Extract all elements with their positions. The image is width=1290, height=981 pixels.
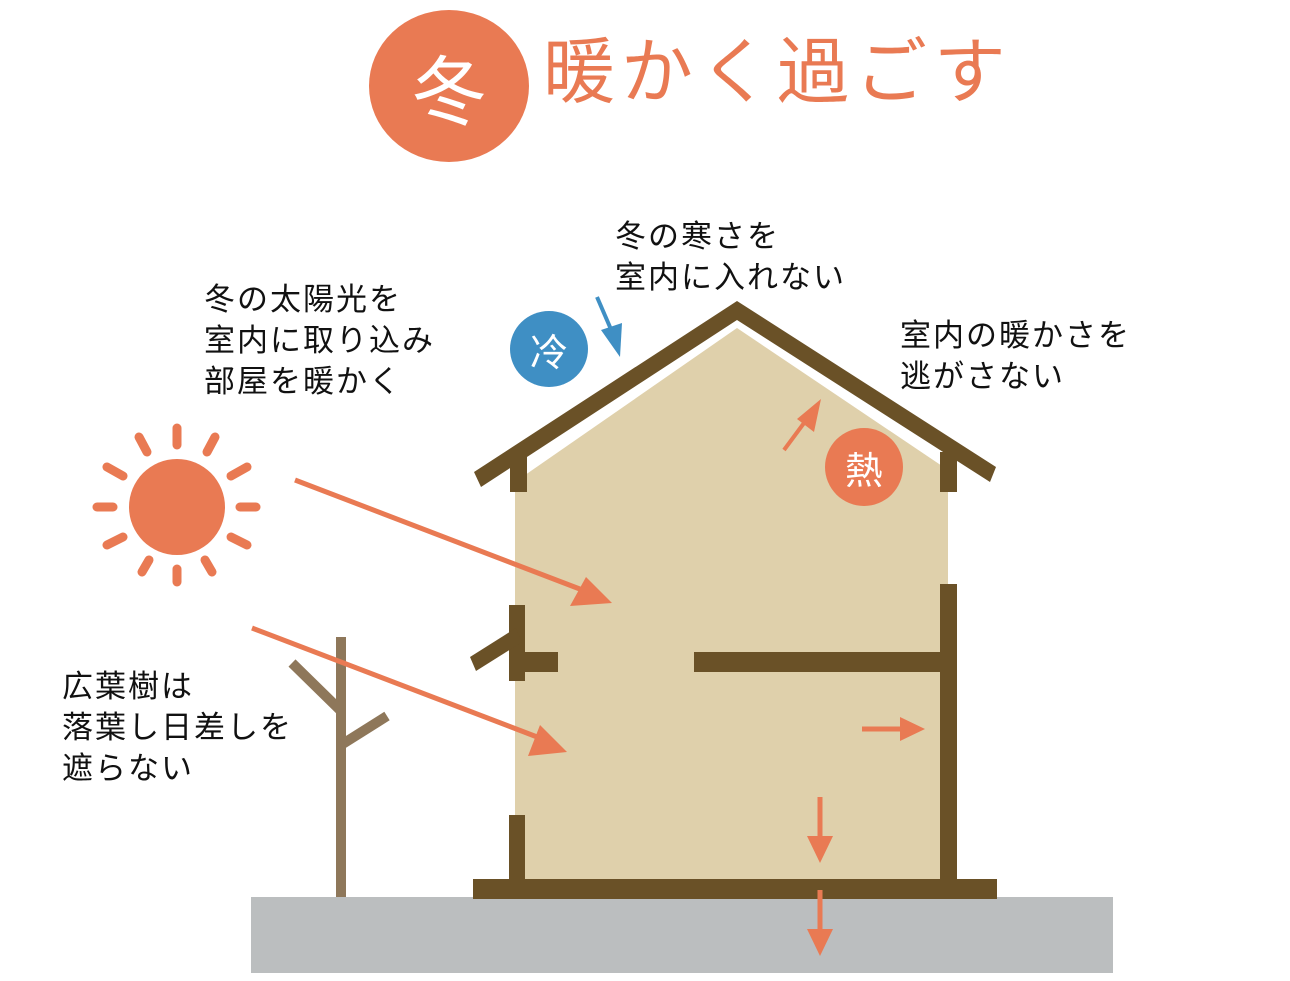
caption-line: 逃がさない [900, 359, 1065, 395]
heat-badge-label: 熱 [844, 448, 883, 493]
window-sill [509, 652, 558, 672]
sunlight-arrow-lower [251, 625, 567, 756]
keep-warm-caption: 室内の暖かさを 逃がさない [900, 316, 1131, 398]
deciduous-tree-icon [288, 637, 390, 897]
cold-block-caption: 冬の寒さを 室内に入れない [615, 217, 846, 299]
caption-line: 部屋を暖かく [204, 364, 402, 400]
caption-line: 室内に取り込み [204, 323, 435, 359]
tree-caption: 広葉樹は 落葉し日差しを 遮らない [62, 667, 293, 790]
caption-line: 室内の暖かさを [900, 318, 1131, 354]
caption-line: 冬の太陽光を [204, 282, 402, 318]
season-badge-label: 冬 [411, 48, 487, 137]
window-awning [470, 628, 522, 671]
sunlight-caption: 冬の太陽光を 室内に取り込み 部屋を暖かく [204, 280, 435, 403]
left-wall-lower [509, 815, 525, 895]
cold-badge-label: 冷 [529, 330, 568, 375]
caption-line: 遮らない [62, 751, 194, 787]
heat-ground-arrow-icon [807, 890, 833, 956]
left-eave-post [510, 452, 527, 492]
heat-badge: 熱 [825, 428, 903, 506]
caption-line: 落葉し日差しを [62, 710, 293, 746]
heat-floor-arrow-icon [807, 797, 833, 863]
sun-icon [92, 423, 261, 587]
ground [251, 897, 1113, 973]
right-eave-post [940, 452, 957, 492]
caption-line: 室内に入れない [615, 260, 846, 296]
foundation [473, 879, 997, 899]
cold-arrow-icon [595, 296, 622, 357]
heat-rising-arrow-icon [782, 399, 821, 452]
right-wall [940, 584, 957, 894]
caption-line: 冬の寒さを [615, 219, 780, 255]
page-title: 暖かく過ごす [543, 30, 1012, 114]
cold-badge: 冷 [510, 311, 588, 387]
caption-line: 広葉樹は [62, 669, 194, 705]
heat-wall-arrow-icon [862, 717, 925, 741]
second-floor-slab [694, 652, 954, 672]
sunlight-arrow-upper [294, 477, 612, 606]
season-badge-winter: 冬 [369, 10, 529, 162]
